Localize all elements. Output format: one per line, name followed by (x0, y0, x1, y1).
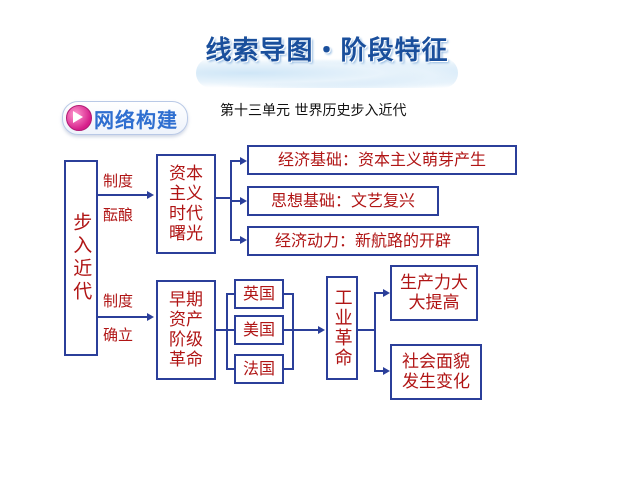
country-node-england: 英国 (234, 279, 284, 309)
connector-arrow (240, 197, 247, 205)
root-node: 步入近代 (64, 160, 98, 356)
arrow-right-icon (73, 111, 83, 123)
society-change-result-label: 社会面貌发生变化 (402, 351, 470, 392)
connector (98, 316, 147, 318)
connector (284, 368, 292, 370)
connector-arrow (318, 326, 325, 334)
productivity-result-node: 生产力大大提高 (390, 265, 478, 321)
ideological-basis-node: 思想基础：文艺复兴 (247, 186, 439, 216)
upper-branch-label-2: 酝酿 (103, 206, 134, 224)
connector (226, 368, 234, 370)
title-cloud-decoration (196, 58, 458, 88)
connector (216, 197, 230, 199)
connector (226, 293, 234, 295)
capitalism-dawn-node: 资本主义时代曙光 (156, 154, 216, 254)
country-node-usa: 美国 (234, 315, 284, 345)
connector (230, 200, 240, 202)
connector (226, 329, 234, 331)
connector (230, 160, 240, 162)
productivity-result-label: 生产力大大提高 (400, 272, 468, 313)
connector-arrow (383, 367, 390, 375)
ideological-basis-label: 思想基础：文艺复兴 (270, 190, 415, 210)
early-revolution-label: 早期资产阶级革命 (169, 289, 203, 371)
connector (374, 292, 376, 372)
capitalism-dawn-label: 资本主义时代曙光 (169, 163, 203, 245)
connector-arrow (147, 313, 154, 321)
connector (216, 329, 226, 331)
connector-arrow (147, 191, 154, 199)
connector (284, 293, 292, 295)
connector (358, 329, 374, 331)
connector (230, 239, 240, 241)
connector (284, 329, 292, 331)
connector-arrow (383, 289, 390, 297)
industrial-revolution-node: 工业革命 (326, 276, 358, 380)
lower-branch-label-2: 确立 (103, 326, 134, 344)
connector-arrow (240, 236, 247, 244)
connector (292, 329, 318, 331)
page-title: 线索导图・阶段特征 (205, 36, 449, 66)
industrial-revolution-label: 工业革命 (331, 288, 353, 368)
root-node-label: 步入近代 (70, 212, 93, 304)
country-label-france: 法国 (242, 358, 275, 378)
connector (374, 370, 384, 372)
unit-subtitle: 第十三单元 世界历史步入近代 (220, 103, 407, 119)
economic-basis-label: 经济基础：资本主义萌芽产生 (277, 149, 486, 169)
country-label-england: 英国 (242, 283, 275, 303)
connector-arrow (240, 157, 247, 165)
economic-driver-label: 经济动力：新航路的开辟 (274, 230, 451, 250)
connector (98, 194, 147, 196)
economic-basis-node: 经济基础：资本主义萌芽产生 (247, 145, 517, 175)
connector (292, 293, 294, 370)
early-revolution-node: 早期资产阶级革命 (156, 280, 216, 380)
upper-branch-label-1: 制度 (103, 172, 134, 190)
country-label-usa: 美国 (242, 319, 275, 339)
connector (226, 293, 228, 369)
connector (374, 292, 384, 294)
country-node-france: 法国 (234, 354, 284, 384)
lower-branch-label-1: 制度 (103, 292, 134, 310)
section-badge-label: 网络构建 (94, 108, 178, 132)
economic-driver-node: 经济动力：新航路的开辟 (247, 226, 479, 256)
society-change-result-node: 社会面貌发生变化 (390, 344, 482, 400)
